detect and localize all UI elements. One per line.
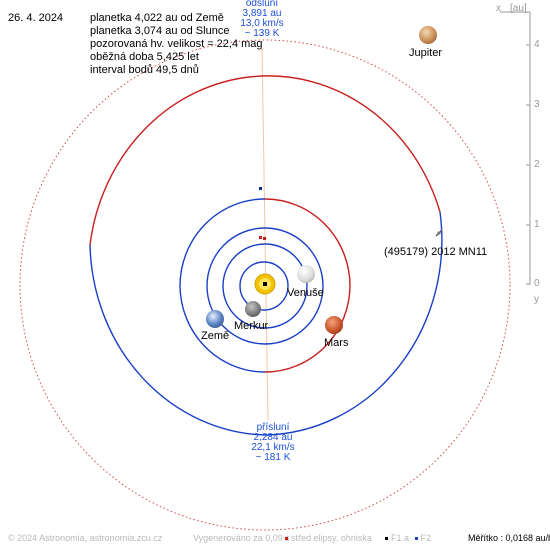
axis-unit-label: [au]	[510, 3, 527, 14]
info-period: oběžná doba 5,425 let	[90, 51, 199, 63]
info-sun-distance: planetka 3,074 au od Slunce	[90, 25, 230, 37]
mercury-planet	[245, 301, 261, 317]
mars-orbit-blue	[179, 198, 266, 373]
legend-center-marker	[285, 537, 288, 541]
legend-f1-text: F1 a	[391, 533, 410, 543]
jupiter-label: Jupiter	[409, 47, 443, 59]
mars-planet	[325, 316, 343, 334]
earth-label: Země	[201, 330, 230, 342]
asteroid-marker	[435, 229, 443, 237]
jupiter-planet	[419, 26, 437, 44]
info-point-interval: interval bodů 49,5 dnů	[90, 64, 199, 76]
aphelion-distance: 3,891 au	[242, 8, 282, 19]
perihelion-title: přísluní	[256, 422, 290, 433]
aphelion-speed: 13,0 km/s	[240, 18, 284, 29]
mercury-label: Merkur	[234, 320, 269, 332]
info-magnitude: pozorovaná hv. velikost = 22,4 mag	[90, 38, 263, 50]
legend-foci: F1 a F2	[385, 533, 431, 543]
axis-tick-label-4: 4	[534, 39, 540, 50]
axis-tick-label-1: 1	[534, 219, 540, 230]
sun-focus-marker	[263, 282, 267, 286]
perihelion-distance: 2,284 au	[253, 432, 293, 443]
axis-tick-label-0: 0	[534, 278, 540, 289]
mars-orbit-red	[264, 198, 351, 373]
perihelion-label: přísluní 2,284 au 22,1 km/s ~ 181 K	[238, 423, 308, 463]
mars-label: Mars	[324, 337, 349, 349]
asteroid-orbit-markers	[259, 187, 266, 240]
jupiter-orbit	[19, 39, 511, 531]
venus-label: Venuše	[287, 287, 324, 299]
earth-orbit	[206, 227, 324, 345]
mercury-orbit	[239, 261, 289, 311]
earth-planet	[206, 310, 224, 328]
perihelion-temperature: ~ 181 K	[255, 452, 291, 463]
perihelion-speed: 22,1 km/s	[251, 442, 295, 453]
legend-f2-text: F2	[420, 533, 432, 543]
apsidal-line	[261, 47, 269, 421]
axis-x-label: x	[496, 3, 501, 14]
info-earth-distance: planetka 4,022 au od Země	[90, 12, 224, 24]
asteroid-label: (495179) 2012 MN11	[384, 246, 488, 258]
copyright-text: © 2024 Astronomia, astronomia.zcu.cz	[8, 533, 163, 543]
aphelion-title: odsluní	[245, 0, 279, 9]
aphelion-label: odsluní 3,891 au 13,0 km/s ~ 139 K	[232, 0, 292, 39]
legend-f2-marker	[414, 537, 418, 541]
aphelion-temperature: ~ 139 K	[244, 28, 280, 39]
venus-orbit	[222, 243, 308, 329]
asteroid-orbit-far-half	[89, 211, 443, 436]
date-label: 26. 4. 2024	[8, 12, 64, 24]
venus-planet	[297, 265, 315, 283]
generated-time-text: Vygenerováno za 0,09 s	[193, 533, 290, 543]
legend-center-text: střed elipsy, ohniska	[291, 533, 372, 543]
legend-f1-marker	[385, 537, 388, 541]
axis-tick-label-3: 3	[534, 99, 540, 110]
asteroid-orbit-near-half	[89, 75, 441, 246]
asteroid-info: planetka 4,022 au od Země planetka 3,074…	[90, 12, 263, 77]
axis-tick-label-2: 2	[534, 159, 540, 170]
legend-center: střed elipsy, ohniska	[285, 533, 372, 543]
axis-y-label: y	[534, 294, 539, 305]
scale-text: Měřítko : 0,0168 au/bod	[468, 533, 550, 543]
